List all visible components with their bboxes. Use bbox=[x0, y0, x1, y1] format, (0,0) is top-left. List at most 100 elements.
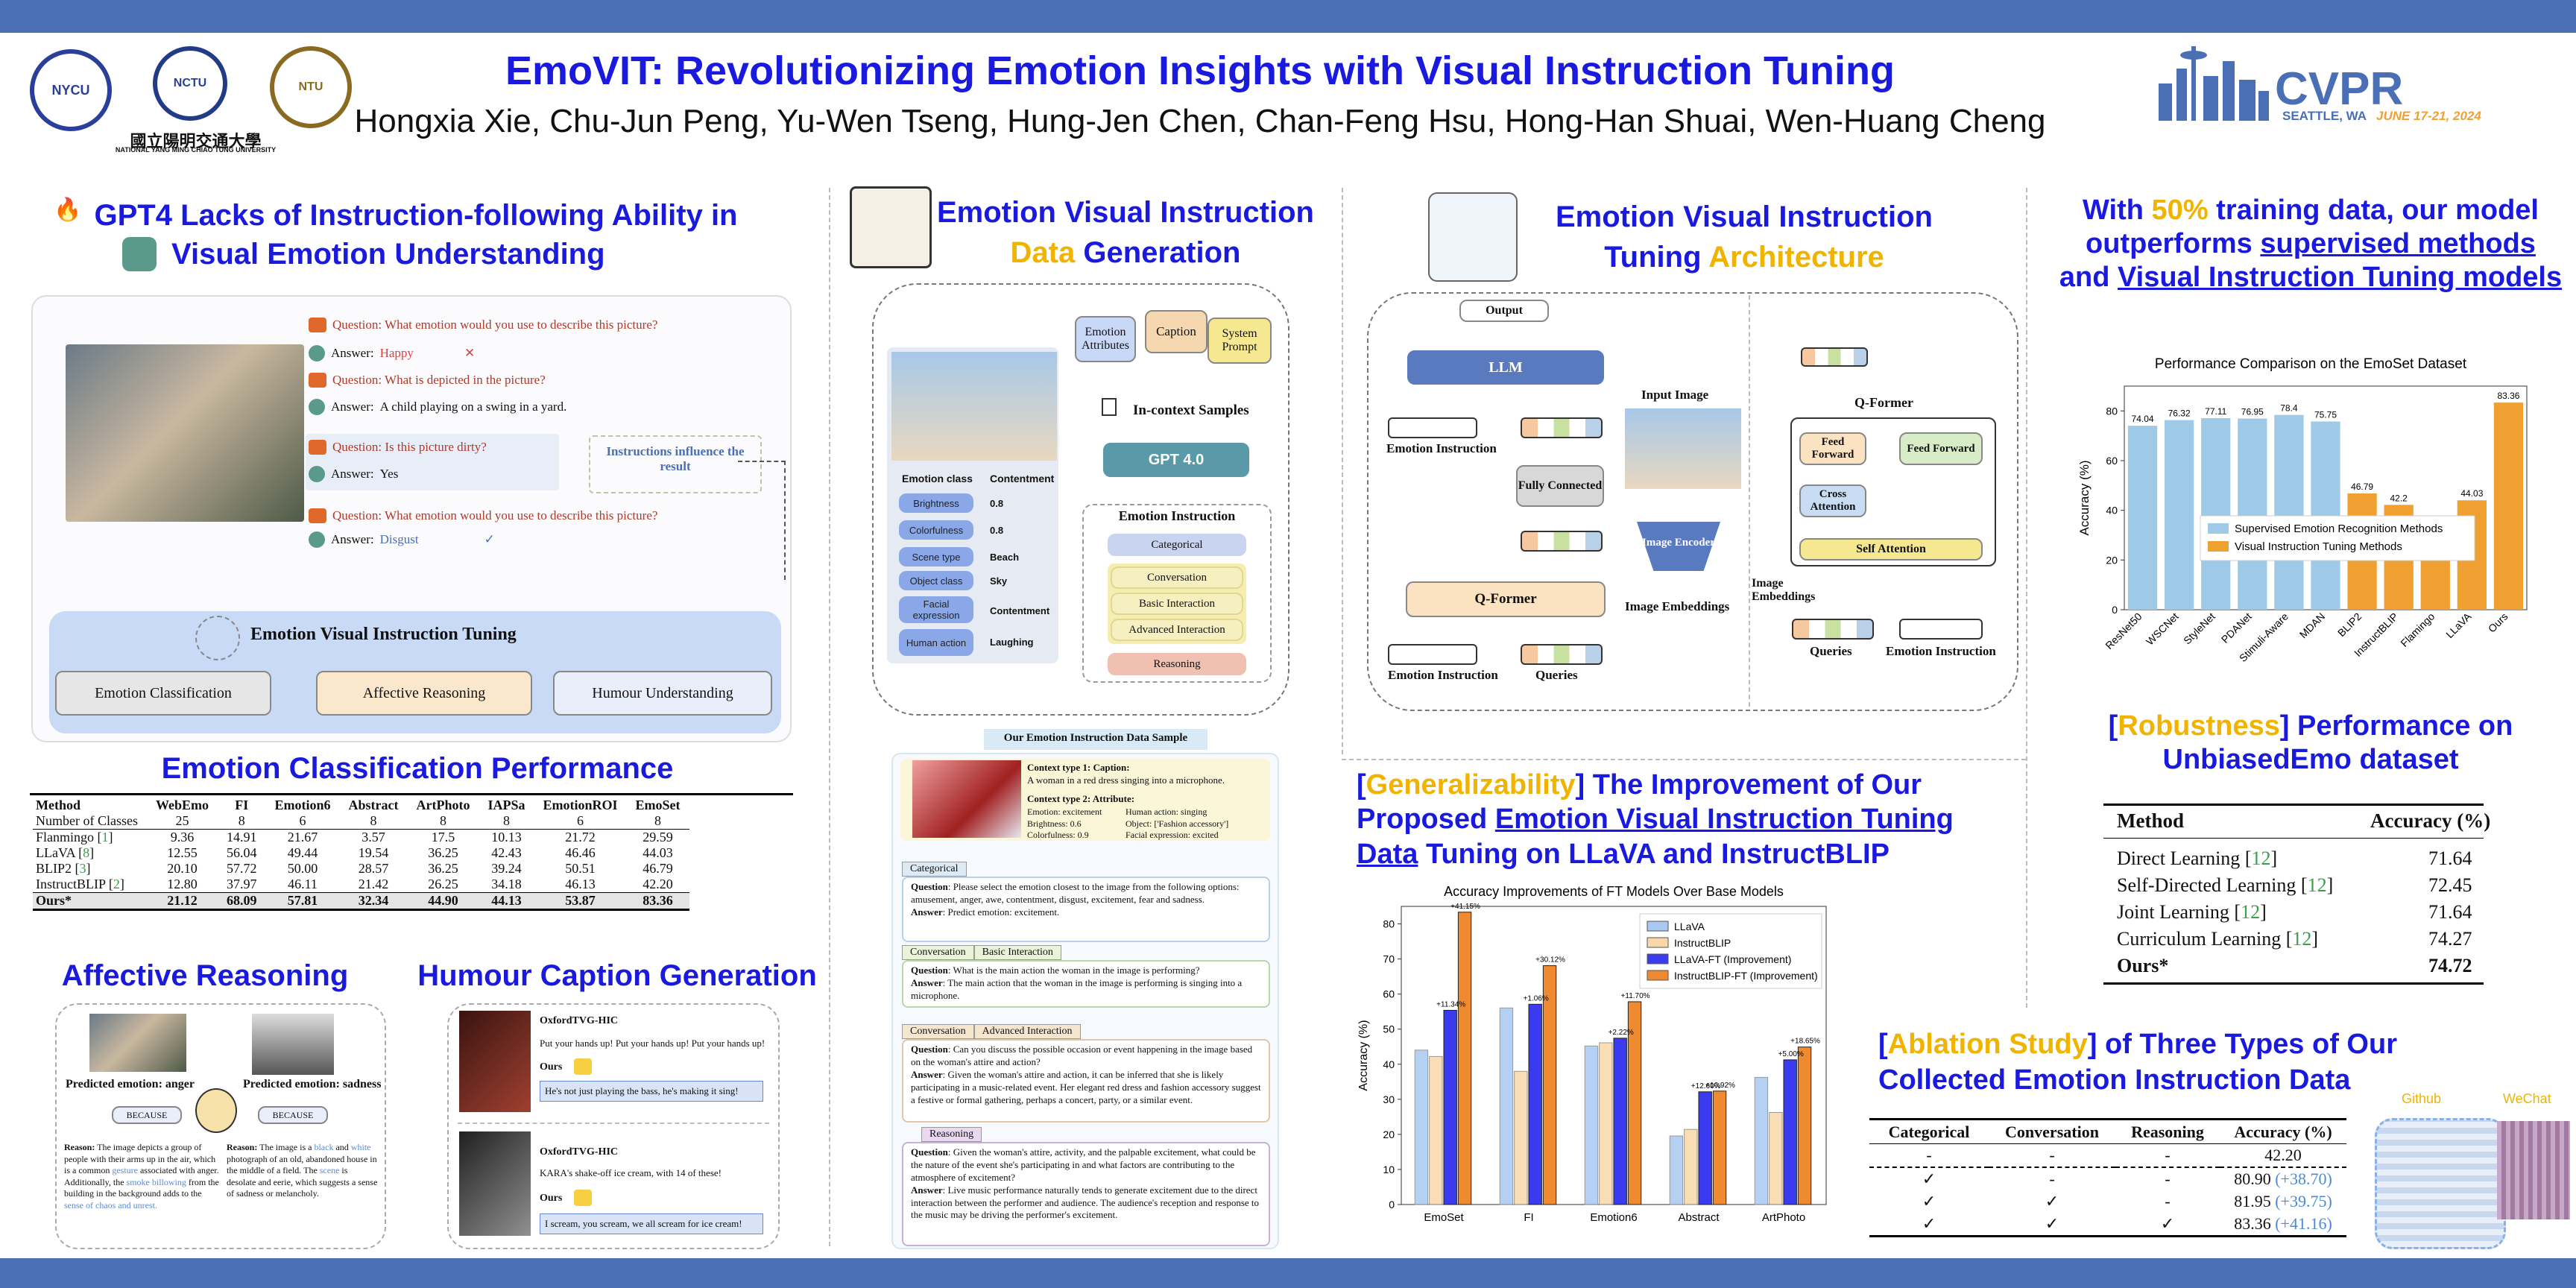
ctx2-item: Colorfulness: 0.9 bbox=[1027, 830, 1089, 841]
ctx2-item: Human action: singing bbox=[1126, 806, 1208, 817]
legend-label: Visual Instruction Tuning Methods bbox=[2235, 540, 2402, 553]
emoji-icon bbox=[574, 1190, 592, 1206]
td: 8 bbox=[654, 813, 662, 828]
th: Method bbox=[36, 798, 80, 812]
rob-names: Direct Learning [12] Self-Directed Learn… bbox=[2117, 845, 2333, 979]
arch-ca: Cross Attention bbox=[1799, 484, 1866, 517]
tag-label: Advanced Interaction bbox=[973, 1024, 1081, 1039]
rob-h1: Method bbox=[2117, 809, 2184, 832]
chatgpt-icon bbox=[309, 399, 325, 415]
bass-photo bbox=[459, 1011, 531, 1112]
protest-photo bbox=[89, 1014, 186, 1072]
ds-ctx: Context type 1: Caption: A woman in a re… bbox=[1027, 762, 1225, 806]
acc: 42.20 bbox=[2264, 1146, 2302, 1164]
rule bbox=[30, 793, 793, 795]
bar-fi-series-0 bbox=[1499, 1007, 1514, 1205]
td: 21.72 bbox=[565, 830, 596, 845]
a4-text: Disgust bbox=[379, 532, 419, 546]
y-tick-label: 60 bbox=[1383, 988, 1395, 1000]
td: 17.5 bbox=[431, 830, 455, 845]
th: EmoSet bbox=[635, 798, 681, 812]
github-qr-code[interactable] bbox=[2375, 1118, 2506, 1249]
uni-name-en: NATIONAL YANG MING CHIAO TUNG UNIVERSITY bbox=[115, 146, 277, 154]
x-tick-label: FI bbox=[1524, 1211, 1533, 1224]
seattle-skyline-icon bbox=[2159, 46, 2269, 121]
y-tick-label: 60 bbox=[2106, 455, 2118, 467]
y-tick-label: 80 bbox=[1383, 918, 1395, 930]
bar-fi-series-2 bbox=[1528, 1003, 1542, 1205]
gain: (+39.75) bbox=[2275, 1192, 2332, 1210]
authors: Hongxia Xie, Chu-Jun Peng, Yu-Wen Tseng,… bbox=[354, 103, 2046, 139]
td: 53.87 bbox=[565, 893, 596, 908]
td: 8 bbox=[439, 813, 446, 828]
x-tick-label: Ours bbox=[2486, 610, 2510, 635]
divider bbox=[458, 1123, 769, 1124]
td: ✓ bbox=[2160, 1214, 2175, 1233]
reason2-label: Reason: bbox=[227, 1142, 258, 1152]
hc-title: Humour Caption Generation bbox=[417, 959, 817, 992]
wechat-qr-code[interactable] bbox=[2497, 1121, 2570, 1219]
question-icon bbox=[309, 440, 326, 455]
improvement-chart: Accuracy Improvements of FT Models Over … bbox=[1357, 884, 1827, 1224]
y-tick-label: 0 bbox=[2112, 604, 2118, 616]
td: 32.34 bbox=[358, 893, 389, 908]
attr-val: Contentment bbox=[990, 473, 1055, 484]
tag-label: Basic Interaction bbox=[973, 945, 1061, 960]
a-label: Answer bbox=[911, 976, 943, 988]
document-icon bbox=[1102, 398, 1117, 416]
attr-key: Facial expression bbox=[899, 596, 973, 623]
arch-ei2: Emotion Instruction bbox=[1388, 668, 1498, 682]
tag-label: Conversation bbox=[902, 945, 974, 960]
bar-value-label: 42.2 bbox=[2390, 493, 2408, 503]
hc-out2: I scream, you scream, we all scream for … bbox=[540, 1213, 763, 1234]
q-text: : Please select the emotion closest to t… bbox=[911, 881, 1240, 905]
td: 39.24 bbox=[491, 861, 522, 876]
td: ✓ bbox=[2045, 1214, 2059, 1233]
td: 36.25 bbox=[428, 845, 458, 860]
td: 8 bbox=[370, 813, 377, 828]
td: 8 bbox=[238, 813, 245, 828]
arch-qf-title: Q-Former bbox=[1854, 395, 1913, 410]
legend-label: LLaVA-FT (Improvement) bbox=[1674, 953, 1791, 965]
ds-card-3: Question: Can you discuss the possible o… bbox=[902, 1039, 1270, 1123]
claim-highlight: 50% bbox=[2151, 195, 2209, 226]
bracket: [ bbox=[1357, 769, 1366, 801]
q-text: : Can you discuss the possible occasion … bbox=[911, 1044, 1253, 1067]
bar-emoset-series-2 bbox=[1443, 1009, 1457, 1205]
y-tick-label: 20 bbox=[1383, 1128, 1395, 1140]
chart-title: Performance Comparison on the EmoSet Dat… bbox=[2155, 356, 2467, 372]
gen-title-data: Data bbox=[1010, 236, 1076, 269]
claim-text: training data, our model outperforms bbox=[2086, 195, 2539, 259]
a1-text: Happy bbox=[379, 346, 414, 360]
a-label: Answer bbox=[911, 1068, 943, 1080]
gpt4-box: GPT 4.0 bbox=[1103, 443, 1249, 477]
td: 9.36 bbox=[170, 830, 195, 845]
tag-label: Categorical bbox=[902, 862, 967, 877]
x-tick-label: ArtPhoto bbox=[1762, 1211, 1805, 1224]
rob-method: Curriculum Learning bbox=[2117, 928, 2282, 950]
university-logo-2: NCTU bbox=[153, 46, 227, 121]
token-row-colored bbox=[1521, 531, 1603, 552]
qformer-block bbox=[1790, 417, 1996, 566]
legend-swatch bbox=[2208, 523, 2229, 534]
a-text: : The main action that the woman in the … bbox=[911, 976, 1243, 1001]
ei-reasoning: Reasoning bbox=[1108, 653, 1246, 675]
rob-h2: Accuracy (%) bbox=[2370, 809, 2491, 832]
q-label: Question bbox=[911, 881, 948, 892]
task-emotion-classification: Emotion Classification bbox=[55, 671, 271, 716]
rob-row: Joint Learning [12] bbox=[2117, 901, 2267, 923]
th: Reasoning bbox=[2131, 1123, 2204, 1141]
text: The image depicts a group of people with… bbox=[64, 1142, 216, 1176]
icecream-photo bbox=[459, 1131, 531, 1236]
td: 57.72 bbox=[227, 861, 257, 876]
text: associated with anger. bbox=[139, 1165, 219, 1176]
text: Additionally, the bbox=[64, 1176, 124, 1187]
chatgpt-icon bbox=[309, 466, 325, 482]
arch-ff2: Feed Forward bbox=[1899, 432, 1983, 465]
q-label: Question bbox=[911, 965, 948, 976]
q1: Question: What emotion would you use to … bbox=[309, 315, 657, 335]
abl-row: ---42.20 bbox=[1869, 1144, 2346, 1167]
bar-wscnet bbox=[2165, 420, 2194, 610]
